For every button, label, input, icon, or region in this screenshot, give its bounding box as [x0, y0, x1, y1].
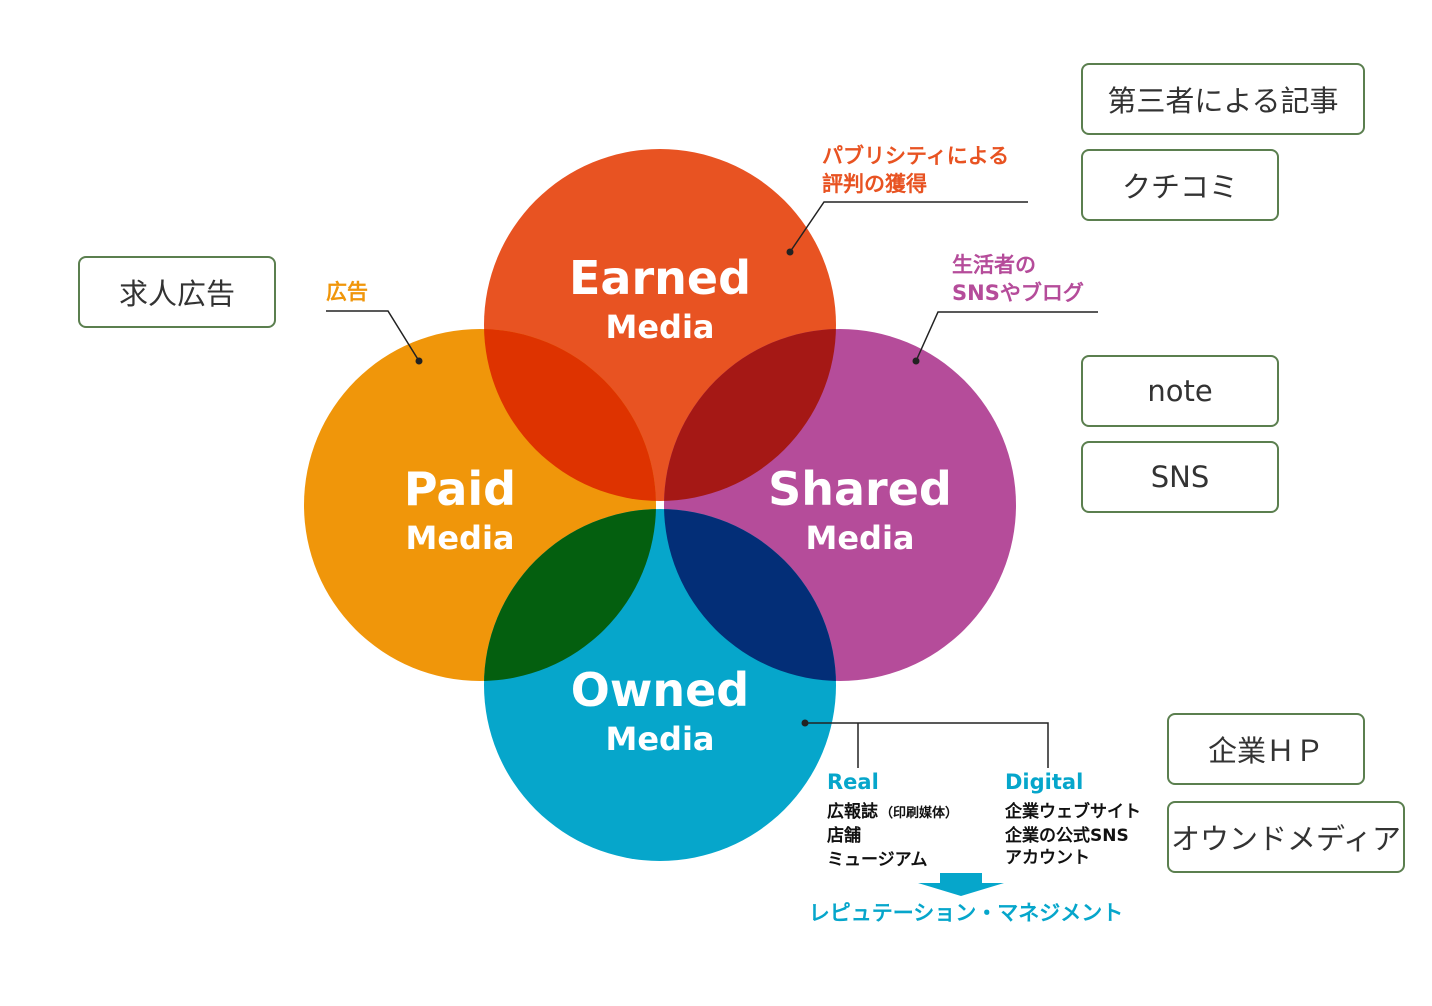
tag-kuchikomi: クチコミ	[1081, 149, 1279, 221]
tag-note: note	[1081, 355, 1279, 427]
owned-leader-dot	[801, 719, 809, 727]
earned-paid-overlap	[484, 329, 656, 501]
shared-leader-line	[915, 311, 1098, 362]
owned-title: Owned	[571, 663, 749, 717]
tag-owned-media: オウンドメディア	[1167, 801, 1405, 873]
paid-subtitle: Media	[405, 519, 514, 557]
shared-leader-dot	[912, 357, 920, 365]
paid-owned-overlap	[484, 509, 656, 681]
shared-callout-line-2: SNSやブログ	[952, 281, 1084, 305]
real-item-1: 広報誌（印刷媒体）	[827, 801, 958, 822]
earned-title: Earned	[569, 251, 751, 305]
earned-shared-overlap	[664, 329, 836, 501]
real-item-3: ミュージアム	[827, 850, 927, 870]
real-item-2: 店舗	[827, 825, 861, 846]
tag-kigyo-hp: 企業ＨＰ	[1167, 713, 1365, 785]
tag-kyujin-kokoku: 求人広告	[78, 256, 276, 328]
paid-leader-dot	[415, 357, 423, 365]
digital-item-2: 企業の公式SNS	[1004, 825, 1129, 846]
earned-callout-line-2: 評判の獲得	[822, 172, 927, 196]
tag-daisansha-kiji: 第三者による記事	[1081, 63, 1365, 135]
earned-callout-line-1: パブリシティによる	[822, 144, 1009, 168]
digital-heading: Digital	[1005, 770, 1083, 794]
digital-item-1: 企業ウェブサイト	[1004, 801, 1141, 822]
paid-leader-line	[326, 310, 420, 362]
owned-subtitle: Media	[605, 720, 714, 758]
paid-title: Paid	[404, 462, 516, 516]
earned-leader-dot	[786, 248, 794, 256]
reputation-management-label: レピュテーション・マネジメント	[809, 901, 1124, 925]
real-item-1-note: （印刷媒体）	[880, 805, 958, 821]
shared-subtitle: Media	[805, 519, 914, 557]
digital-item-3: アカウント	[1005, 848, 1090, 868]
tag-sns: SNS	[1081, 441, 1279, 513]
earned-leader-line	[789, 201, 1028, 253]
paid-callout: 広告	[326, 280, 368, 304]
shared-callout-line-1: 生活者の	[952, 253, 1036, 277]
down-arrow-icon	[918, 873, 1004, 896]
shared-title: Shared	[768, 462, 952, 516]
owned-leader-line	[805, 722, 1049, 768]
real-heading: Real	[827, 770, 879, 794]
earned-subtitle: Media	[605, 308, 714, 346]
shared-owned-overlap	[664, 509, 836, 681]
